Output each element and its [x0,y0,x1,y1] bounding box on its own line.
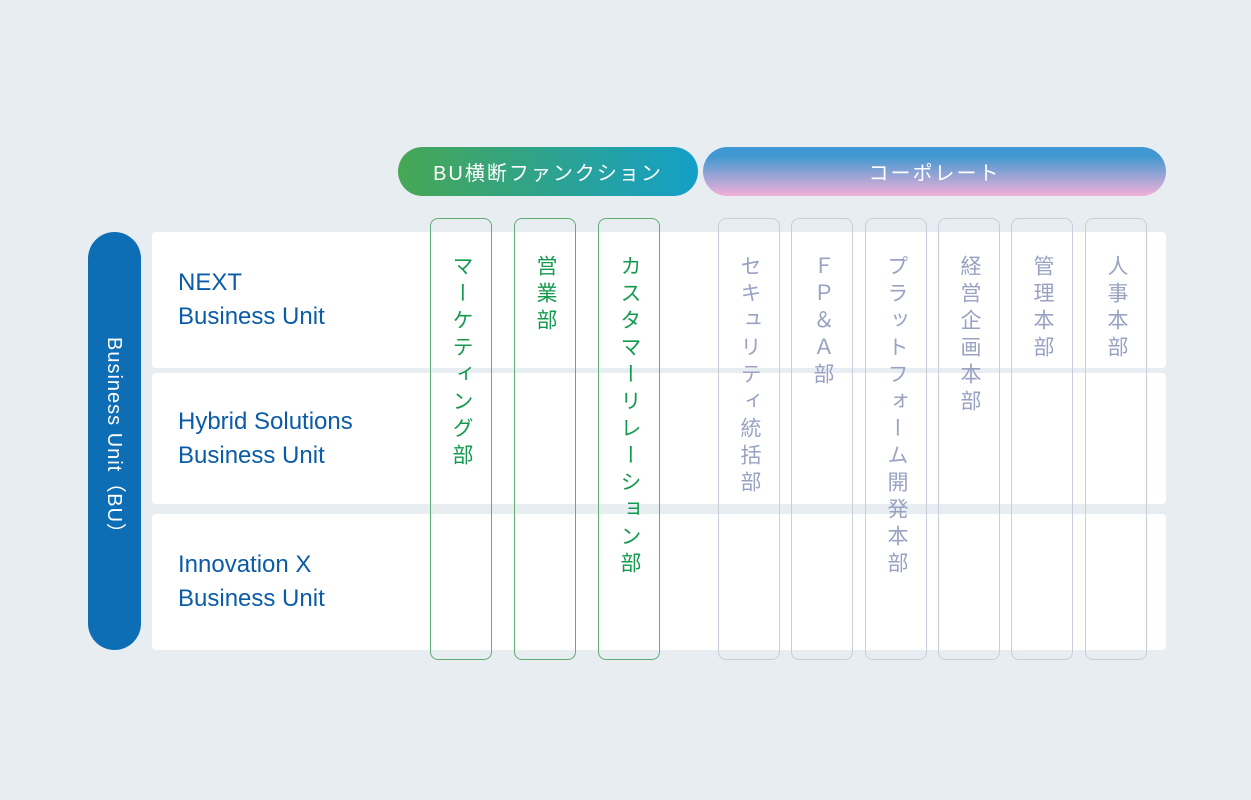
column-hr-hq-label: 人事本部 [1105,255,1128,363]
bu-rail-label: Business Unit（BU） [103,337,125,545]
group-header-corporate-label: コーポレート [868,163,1001,185]
row-innovation-x-bu-line2: Business Unit [178,585,325,612]
group-header-bu-cross-function: BU横断ファンクション [398,147,698,196]
column-platform-development-hq: プラットフォーム開発本部 [865,218,927,660]
column-marketing-dept-label: マーケティング部 [450,255,473,471]
row-hybrid-solutions-bu-line1: Hybrid Solutions [178,407,353,435]
row-hybrid-solutions-bu-line2: Business Unit [178,441,325,469]
column-customer-relations-dept: カスタマーリレーション部 [598,218,660,660]
column-marketing-dept: マーケティング部 [430,218,492,660]
row-next-bu-label: NEXT Business Unit [178,266,325,334]
column-sales-dept-label: 営業部 [534,255,557,336]
column-security-governance-dept: セキュリティ統括部 [718,218,780,660]
column-fpa-dept: ＦＰ＆Ａ部 [791,218,853,660]
column-corporate-planning-hq: 経営企画本部 [938,218,1000,660]
row-next-bu-line2: Business Unit [178,303,325,330]
column-security-governance-dept-label: セキュリティ統括部 [738,255,761,498]
column-hr-hq: 人事本部 [1085,218,1147,660]
row-innovation-x-bu-label: Innovation X Business Unit [178,548,325,616]
column-administration-hq: 管理本部 [1011,218,1073,660]
column-administration-hq-label: 管理本部 [1031,255,1054,363]
column-customer-relations-dept-label: カスタマーリレーション部 [618,255,641,579]
bu-rail: Business Unit（BU） [88,232,141,650]
column-sales-dept: 営業部 [514,218,576,660]
row-hybrid-solutions-bu-label: Hybrid Solutions Business Unit [178,405,353,473]
row-next-bu-line1: NEXT [178,269,243,296]
column-corporate-planning-hq-label: 経営企画本部 [958,255,981,417]
group-header-corporate: コーポレート [703,147,1166,196]
column-platform-development-hq-label: プラットフォーム開発本部 [885,255,908,579]
group-header-bu-cross-function-label: BU横断ファンクション [433,163,663,185]
row-innovation-x-bu-line1: Innovation X [178,551,312,578]
column-fpa-dept-label: ＦＰ＆Ａ部 [811,255,834,390]
